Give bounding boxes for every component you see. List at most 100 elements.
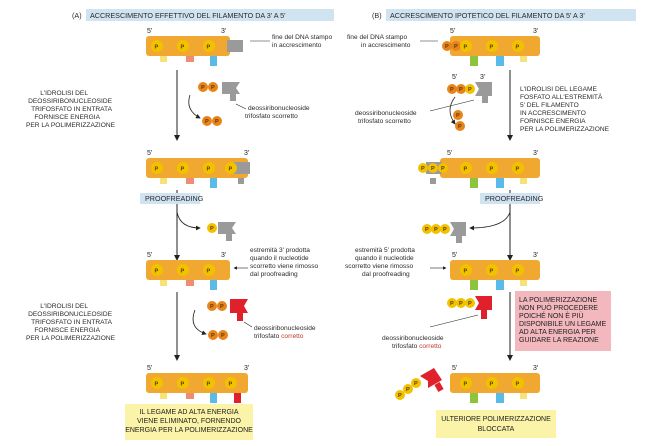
phosphate — [465, 84, 475, 94]
a-step1-text-l3: TRIFOSFATO IN ENTRATA — [31, 106, 112, 113]
a-step2-text-l3: TRIFOSFATO IN ENTRATA — [31, 319, 112, 326]
b-correct-word: corretto — [419, 343, 442, 350]
phosphate-label: P — [155, 269, 159, 275]
leader-line — [243, 321, 253, 328]
grey-nucleotide — [475, 82, 492, 96]
phosphate — [395, 390, 405, 400]
a-incoming-label-l1: deossiribonucleoside — [248, 105, 310, 112]
phosphate-label: P — [229, 167, 233, 173]
excision-arrow-a — [176, 211, 201, 231]
incoming-wrong-nucleotide-b: 5' 3' P P P P P deossiribonucleoside tri… — [355, 74, 492, 131]
b-step1-l3: 5' DEL FILAMENTO — [520, 102, 579, 109]
excised-grey-base — [456, 236, 462, 243]
base-blue — [496, 280, 504, 290]
leader-line — [235, 103, 247, 110]
phosphate-label: P — [181, 45, 185, 51]
strand-a4-5prime: 5' — [147, 365, 152, 372]
phosphate — [455, 121, 465, 131]
a-step2-text-l4: FORNISCE ENERGIA — [34, 327, 100, 334]
phosphate — [428, 163, 438, 173]
phosphate-label: P — [464, 269, 468, 275]
base-green — [470, 393, 478, 403]
a-correct-word: corretto — [281, 333, 304, 340]
phosphate-label: P — [516, 167, 520, 173]
blocked-l2: NON PUÒ PROCEDERE — [519, 303, 598, 312]
base-blue — [496, 393, 504, 403]
a-step2-text-l5: PER LA POLIMERIZZAZIONE — [26, 335, 116, 342]
phosphate-label: P — [458, 124, 462, 130]
phosphate — [212, 116, 222, 126]
phosphate-label: P — [431, 166, 435, 172]
phosphate-label: P — [155, 45, 159, 51]
a-step1-text-l2: DEOSSIRIBONUCLEOSIDE — [28, 98, 113, 105]
phosphate-label: P — [464, 45, 468, 51]
phosphate-label: P — [490, 382, 494, 388]
red-base — [481, 310, 487, 319]
panel-b-header-bg — [386, 9, 636, 21]
grey-nucleotide — [222, 82, 240, 94]
base-grey — [238, 178, 244, 184]
red-nucleotide — [420, 368, 442, 388]
phosphate — [177, 40, 189, 52]
phosphate — [403, 384, 413, 394]
phosphate — [217, 301, 227, 311]
strand-a1: 5' 3' P P P fine del DNA stampo in accre… — [146, 28, 332, 66]
panel-a-header-bg — [86, 9, 334, 21]
red-nucleotide — [230, 299, 248, 313]
strand-a2-5prime: 5' — [147, 150, 152, 157]
strand-b1-3prime: 3' — [533, 28, 538, 35]
strand-a4-3prime: 3' — [244, 365, 249, 372]
base-yellow — [160, 393, 167, 399]
phosphate-label: P — [456, 113, 460, 119]
phosphate-label: P — [207, 45, 211, 51]
proofreading-badge-a — [140, 193, 200, 204]
phosphate — [207, 301, 217, 311]
b-removed-l1: estremità 5' prodotta — [355, 247, 415, 254]
base-blue — [210, 178, 217, 188]
base-green — [470, 56, 478, 66]
phosphate — [486, 162, 498, 174]
phosphate — [422, 224, 432, 234]
strand-b2: 5' 3' P P P P P P — [418, 150, 540, 188]
phosphate-label: P — [398, 393, 402, 399]
phosphate-label: P — [414, 381, 418, 387]
phosphate — [486, 264, 498, 276]
phosphate-label: P — [490, 269, 494, 275]
result-a-l1: IL LEGAME AD ALTA ENERGIA — [139, 409, 238, 416]
incoming-b-5prime: 5' — [452, 74, 457, 81]
strand-a1-3end-nucleotide — [227, 40, 243, 52]
phosphate — [418, 163, 428, 173]
grey-base — [230, 94, 236, 101]
result-b-l2: BLOCCATA — [478, 426, 515, 433]
phosphate-label: P — [229, 382, 233, 388]
result-a-l2: VIENE ELIMINATO, FORNENDO — [137, 418, 242, 425]
base-blue — [210, 56, 217, 66]
phosphate — [456, 84, 466, 94]
b-correct-l2: trifosfato corretto — [392, 343, 442, 350]
strand-b2-3prime: 3' — [533, 150, 538, 157]
phosphate-label: P — [201, 85, 205, 91]
a-step1-text-l5: PER LA POLIMERIZZAZIONE — [26, 122, 116, 129]
strand-b3-3prime: 3' — [533, 252, 538, 259]
phosphate-label: P — [441, 166, 445, 172]
base-blue — [210, 393, 217, 403]
misincorporated-nucleotide — [234, 162, 250, 174]
b-correct-l2-text: trifosfato — [392, 343, 419, 350]
note-growing-end-line2: in accrescimento — [272, 42, 322, 49]
strand-b1: 5' 3' P P P P P fine del DNA stampo in a… — [347, 28, 540, 66]
panel-b-letter: (B) — [372, 11, 382, 20]
phosphate-label: P — [207, 269, 211, 275]
phosphate — [440, 224, 450, 234]
phosphate — [225, 162, 237, 174]
grey-base — [482, 96, 488, 103]
phosphate — [207, 223, 217, 233]
result-a-l3: ENERGIA PER LA POLIMERIZZAZIONE — [125, 427, 253, 434]
a-removed-l1: estremità 3' prodotta — [250, 247, 310, 254]
phosphate — [453, 110, 463, 120]
phosphate — [460, 40, 472, 52]
phosphate — [202, 116, 212, 126]
a-step1-text-l4: FORNISCE ENERGIA — [34, 114, 100, 121]
strand-a1-5prime: 5' — [147, 28, 152, 35]
